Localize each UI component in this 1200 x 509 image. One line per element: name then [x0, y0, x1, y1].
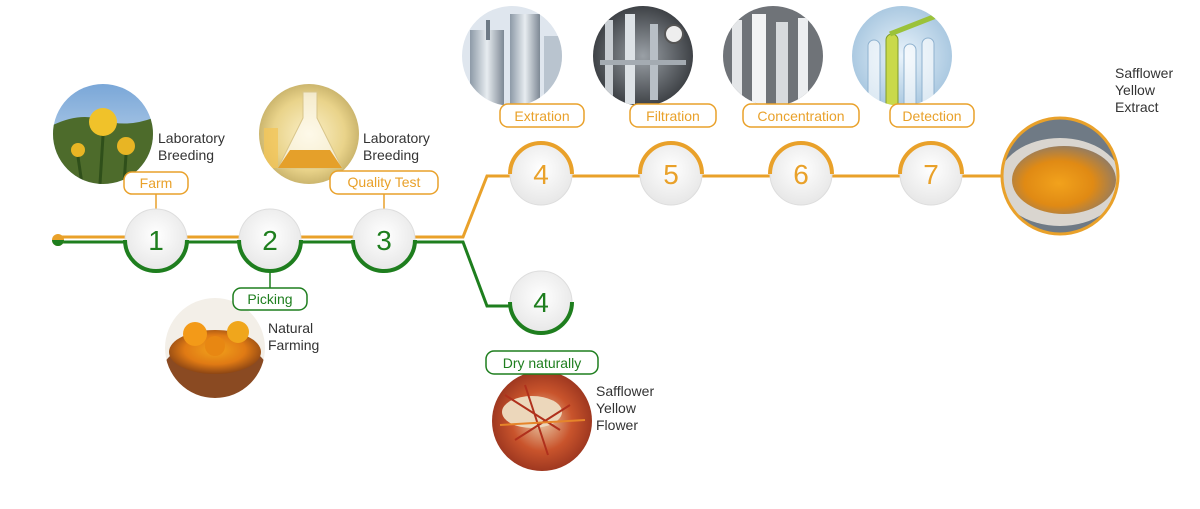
- pill-picking: Picking: [232, 287, 308, 311]
- step-node-5: 5: [638, 141, 704, 206]
- yellow-extract-powder-photo: [1000, 116, 1120, 236]
- desc-quality-line-1: Laboratory: [363, 130, 430, 146]
- step-number-7: 7: [923, 159, 939, 190]
- desc-quality-line-2: Breeding: [363, 147, 419, 163]
- desc-dry-line-3: Flower: [596, 417, 638, 433]
- step-node-7: 7: [898, 141, 964, 206]
- desc-quality-test: Laboratory Breeding: [363, 130, 430, 163]
- desc-dry-line-2: Yellow: [596, 400, 637, 416]
- desc-dry-naturally: Safflower Yellow Flower: [596, 383, 654, 433]
- step-node-1: 1: [123, 208, 189, 273]
- pill-label-dry-naturally: Dry naturally: [503, 355, 582, 371]
- desc-final-line-1: Safflower: [1115, 65, 1173, 81]
- step-node-2: 2: [237, 208, 303, 273]
- desc-dry-line-1: Safflower: [596, 383, 654, 399]
- desc-farm-line-1: Laboratory: [158, 130, 225, 146]
- pill-farm: Farm: [123, 171, 189, 195]
- line-start-dot-half: [52, 240, 64, 246]
- desc-final-line-2: Yellow: [1115, 82, 1156, 98]
- step-node-3: 3: [351, 208, 417, 273]
- pill-label-filtration: Filtration: [646, 108, 700, 124]
- desc-final-line-3: Extract: [1115, 99, 1159, 115]
- pill-label-extration: Extration: [514, 108, 569, 124]
- extraction-equipment-photo: [462, 6, 562, 106]
- filtration-machine-photo: [593, 6, 693, 106]
- pill-label-farm: Farm: [140, 175, 173, 191]
- desc-picking-line-2: Farming: [268, 337, 319, 353]
- step-number-6: 6: [793, 159, 809, 190]
- lab-flask-photo: [259, 84, 359, 184]
- step-number-4-extraction: 4: [533, 159, 549, 190]
- pill-label-quality-test: Quality Test: [348, 174, 421, 190]
- pill-quality-test: Quality Test: [329, 170, 439, 195]
- desc-picking: Natural Farming: [268, 320, 319, 353]
- step-number-5: 5: [663, 159, 679, 190]
- step-node-4-dry: 4: [508, 270, 574, 335]
- step-number-2: 2: [262, 225, 278, 256]
- pill-dry-naturally: Dry naturally: [485, 350, 599, 375]
- pill-extration: Extration: [499, 103, 585, 128]
- pill-filtration: Filtration: [629, 103, 717, 128]
- step-number-4-dry: 4: [533, 287, 549, 318]
- step-node-4-extraction: 4: [508, 141, 574, 206]
- pill-label-picking: Picking: [247, 291, 292, 307]
- pill-detection: Detection: [889, 103, 975, 128]
- pill-label-concentration: Concentration: [757, 108, 844, 124]
- safflower-field-photo: [53, 84, 153, 184]
- desc-picking-line-1: Natural: [268, 320, 313, 336]
- dried-safflower-photo: [492, 371, 592, 471]
- step-number-3: 3: [376, 225, 392, 256]
- pill-concentration: Concentration: [742, 103, 860, 128]
- safflower-bowl-photo: [165, 298, 265, 398]
- desc-farm-line-2: Breeding: [158, 147, 214, 163]
- pill-label-detection: Detection: [902, 108, 961, 124]
- test-tubes-photo: [852, 6, 952, 106]
- step-number-1: 1: [148, 225, 164, 256]
- concentration-machine-photo: [723, 6, 823, 106]
- desc-farm: Laboratory Breeding: [158, 130, 225, 163]
- desc-final-extract: Safflower Yellow Extract: [1115, 65, 1173, 115]
- step-node-6: 6: [768, 141, 834, 206]
